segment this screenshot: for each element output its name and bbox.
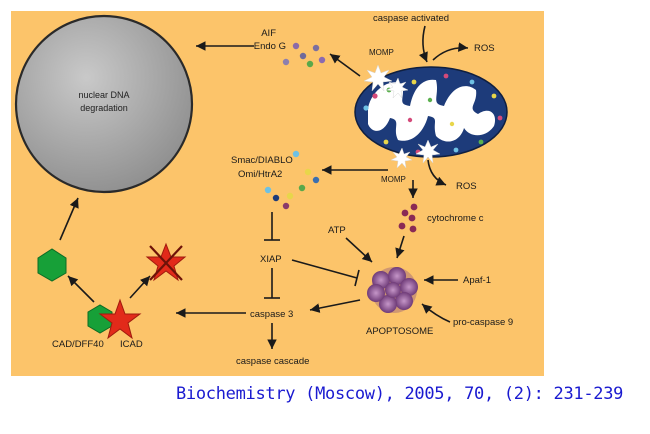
aif-label: AIF: [261, 28, 276, 39]
apoptosome: [367, 267, 418, 313]
nucleus-label-line1: nuclear DNA: [78, 90, 129, 100]
caspase3-label: caspase 3: [250, 309, 293, 320]
caspase-activated-label: caspase activated: [373, 13, 449, 24]
arrow-ros-mid: [427, 159, 447, 186]
atp-label: ATP: [328, 225, 346, 236]
smac-omi-molecules: [264, 150, 320, 210]
arrow-icad-to-degraded: [129, 275, 151, 299]
free-cad-hexagon: [37, 248, 67, 282]
omi-htra2-label: Omi/HtrA2: [238, 169, 282, 180]
momp-mid-label: MOMP: [381, 175, 406, 184]
arrow-apoptosome-to-caspase3: [309, 299, 361, 313]
icad-label: ICAD: [120, 339, 143, 350]
arrow-cytochrome-to-apoptosome: [395, 235, 405, 259]
cad-dff40-label: CAD/DFF40: [52, 339, 104, 350]
arrow-atp-to-apoptosome: [345, 237, 373, 263]
endo-g-label: Endo G: [254, 41, 286, 52]
nucleus: nuclear DNA degradation: [14, 14, 194, 194]
pro-caspase9-label: pro-caspase 9: [453, 317, 513, 328]
arrow-ros-top: [432, 42, 469, 61]
ros-top-label: ROS: [474, 43, 495, 54]
inhibit-xiap-to-apoptosome: [291, 259, 358, 279]
arrow-complex-to-free-cad: [67, 275, 95, 303]
cytochrome-c-molecules: [398, 203, 418, 233]
caspase-cascade-label: caspase cascade: [236, 356, 309, 367]
mitochondrion: [354, 64, 508, 169]
aif-endo-g-molecules: [282, 42, 326, 68]
arrow-free-cad-to-nucleus: [59, 197, 79, 241]
ros-mid-label: ROS: [456, 181, 477, 192]
cytochrome-c-label: cytochrome c: [427, 213, 484, 224]
xiap-label: XIAP: [260, 254, 282, 265]
citation-text: Biochemistry (Moscow), 2005, 70, (2): 23…: [176, 384, 624, 404]
diagram-background-right: [360, 11, 544, 376]
smac-diablo-label: Smac/DIABLO: [231, 155, 293, 166]
arrow-pro-caspase9: [421, 303, 451, 323]
arrow-caspase-activated: [418, 25, 428, 63]
nucleus-label-line2: degradation: [80, 103, 128, 113]
degraded-icad: [145, 242, 187, 282]
apoptosome-label: APOPTOSOME: [366, 326, 433, 337]
cad-icad-complex: [87, 298, 142, 340]
arrow-momp-to-aif: [329, 53, 361, 77]
apaf1-label: Apaf-1: [463, 275, 491, 286]
momp-top-label: MOMP: [369, 48, 394, 57]
